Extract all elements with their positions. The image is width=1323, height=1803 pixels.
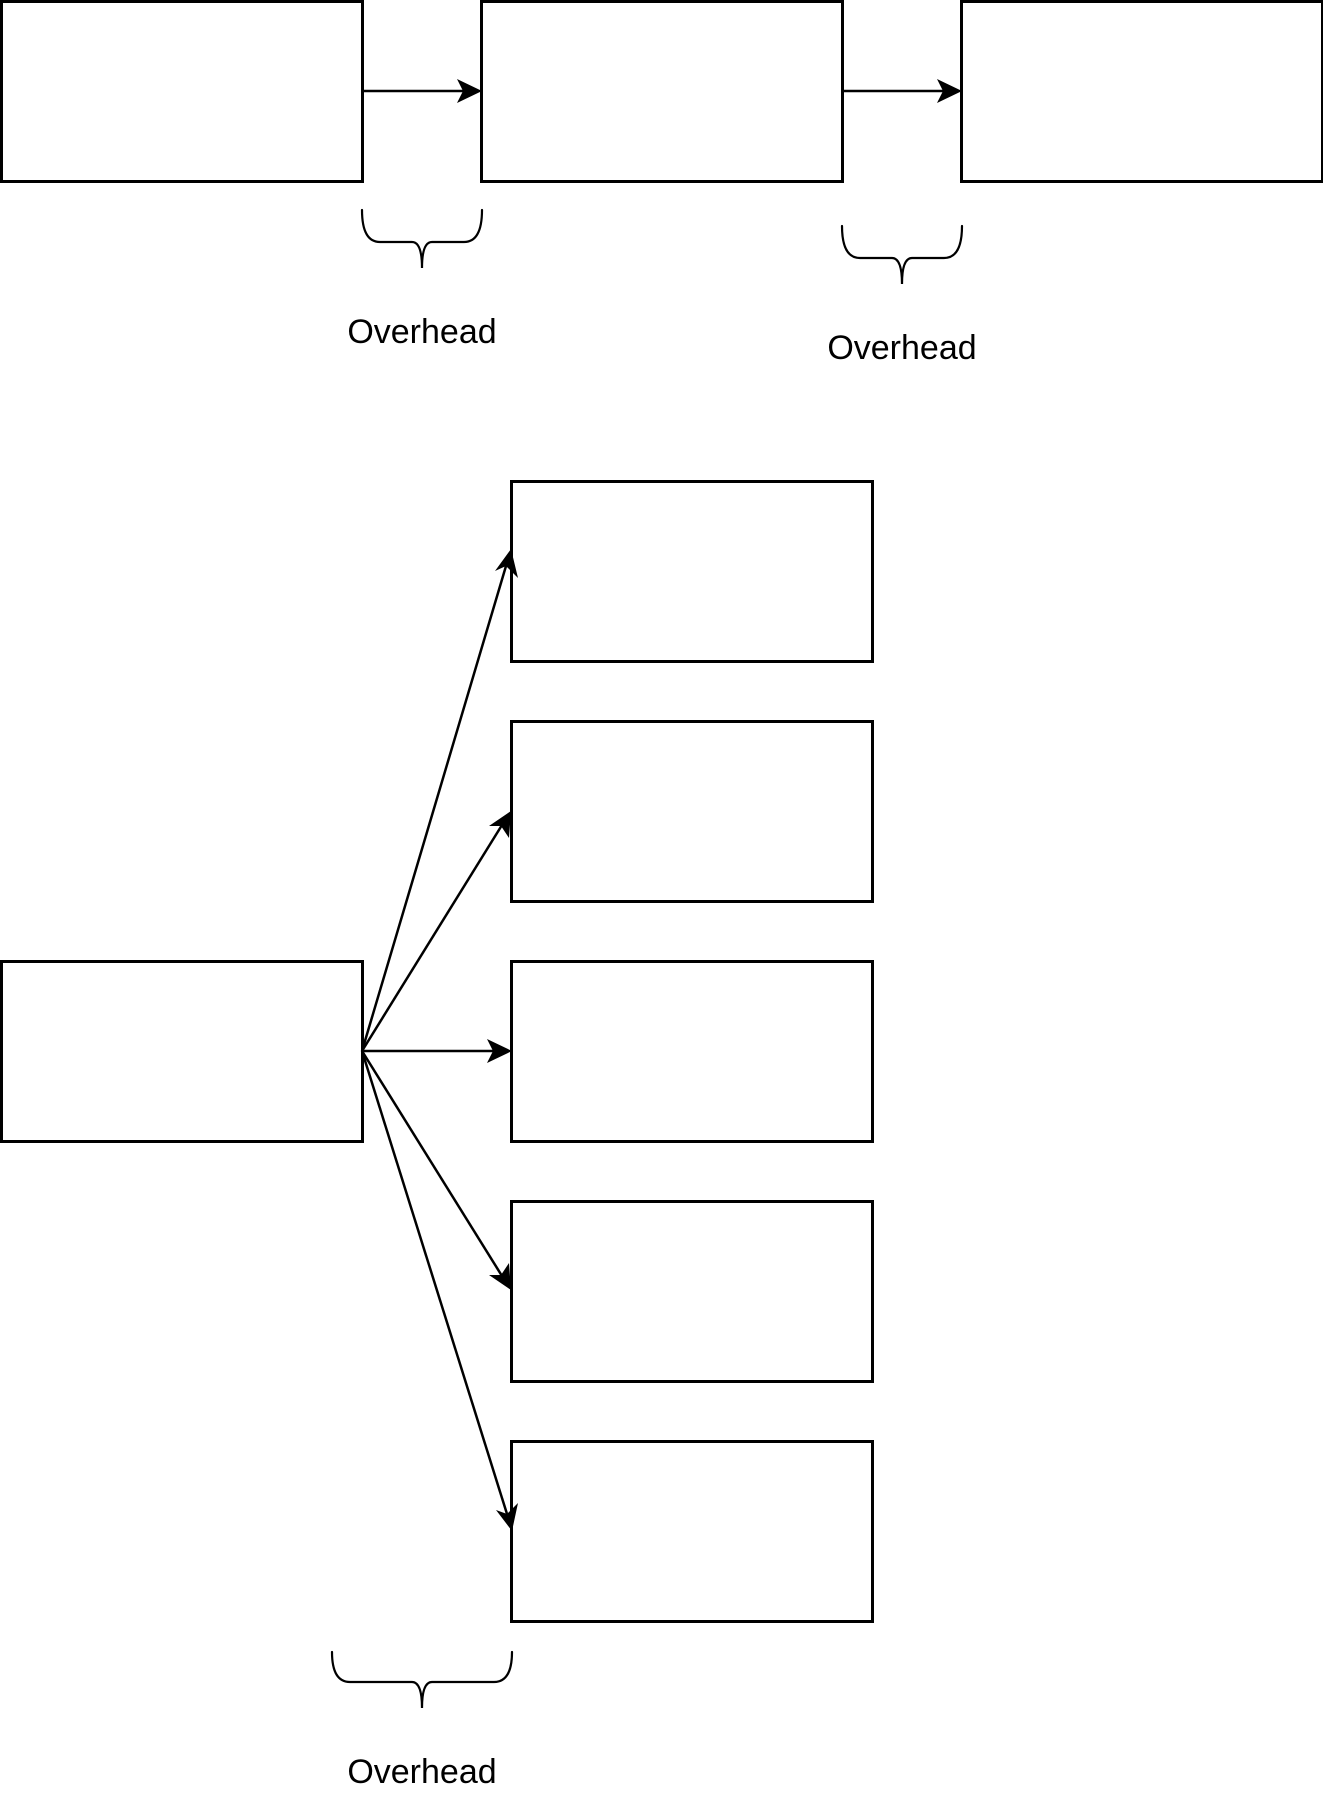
overhead-label-1: Overhead — [347, 313, 496, 351]
parallel-target-box-5 — [510, 1440, 874, 1623]
parallel-arrow-2 — [360, 811, 511, 1052]
parallel-source-box — [0, 960, 364, 1143]
parallel-arrow-4 — [360, 1050, 511, 1290]
parallel-fanout: Overhead — [0, 480, 874, 1791]
overhead-label-3: Overhead — [347, 1753, 496, 1791]
parallel-arrow-3 — [362, 1039, 512, 1063]
parallel-target-box-4 — [510, 1200, 874, 1383]
sequential-arrow-1 — [362, 79, 482, 103]
parallel-target-box-3 — [510, 960, 874, 1143]
overhead-label-2: Overhead — [827, 329, 976, 367]
overhead-brace-3 — [330, 1650, 514, 1709]
overhead-brace-1 — [360, 208, 484, 269]
sequential-arrow-2 — [842, 79, 962, 103]
overhead-brace-2 — [840, 224, 964, 285]
sequential-box-2 — [480, 0, 844, 183]
parallel-target-box-1 — [510, 480, 874, 663]
parallel-arrow-1 — [360, 549, 518, 1052]
sequential-box-1 — [0, 0, 364, 183]
parallel-target-box-2 — [510, 720, 874, 903]
sequential-box-3 — [960, 0, 1323, 183]
parallel-arrow-5 — [360, 1050, 518, 1531]
sequential-pipeline: Overhead Overhead — [0, 0, 1323, 367]
